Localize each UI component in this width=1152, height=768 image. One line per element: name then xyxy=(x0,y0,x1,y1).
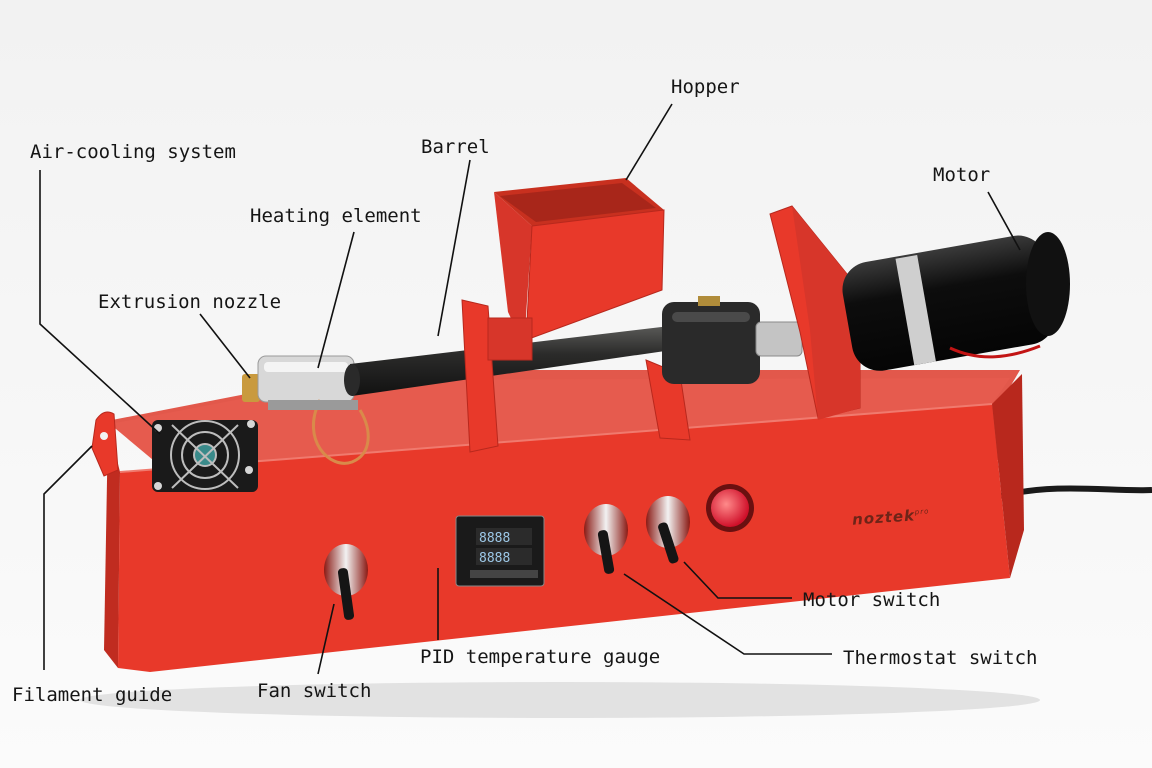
hopper-front-wall xyxy=(494,192,532,346)
motor-wire xyxy=(949,344,1041,359)
shadow xyxy=(80,682,1040,718)
label-fan-switch: Fan switch xyxy=(257,680,372,702)
heater-bracket xyxy=(268,400,358,410)
leader-barrel xyxy=(437,159,471,337)
leader-lines xyxy=(39,103,1021,675)
barrel xyxy=(350,326,672,396)
fan-screw xyxy=(154,424,162,432)
motor-switch-pointer[interactable] xyxy=(657,521,679,564)
motor-switch-knob[interactable] xyxy=(646,496,690,548)
fan-grill-outer xyxy=(170,420,240,490)
pid-readout-top: 8888 xyxy=(479,531,510,546)
shaft-coupler xyxy=(755,321,803,357)
label-barrel: Barrel xyxy=(421,136,490,158)
pid-display-bottom xyxy=(476,548,532,565)
leader-heating-element xyxy=(317,231,355,369)
brand-suffix: pro xyxy=(914,507,930,517)
fan-switch-pointer[interactable] xyxy=(337,568,355,621)
motor-end-cap xyxy=(1026,232,1070,336)
box-edge-highlight xyxy=(119,403,993,473)
motor-band xyxy=(895,254,936,366)
pid-button-row xyxy=(470,570,538,578)
pid-display-top xyxy=(476,528,532,545)
barrel-end xyxy=(344,364,360,396)
hopper-inner xyxy=(500,183,656,222)
label-thermostat-switch: Thermostat switch xyxy=(843,647,1038,669)
heating-element-shine xyxy=(264,362,348,372)
extrusion-nozzle xyxy=(242,374,260,402)
leader-extrusion-nozzle xyxy=(199,313,251,379)
thermostat-switch-pointer[interactable] xyxy=(597,529,615,574)
label-filament-guide: Filament guide xyxy=(12,684,173,706)
filament-guide-tab xyxy=(91,411,119,477)
thermostat-switch-knob[interactable] xyxy=(584,504,628,556)
hopper-mount xyxy=(487,317,533,361)
bearing-housing xyxy=(662,302,760,384)
fan-screw xyxy=(245,466,253,474)
label-motor-switch: Motor switch xyxy=(803,589,941,611)
box-front-face xyxy=(118,404,1010,672)
label-heating-element: Heating element xyxy=(250,205,422,227)
label-motor: Motor xyxy=(933,164,991,186)
fan-grill-bar xyxy=(171,424,239,489)
label-extrusion-nozzle: Extrusion nozzle xyxy=(98,291,282,313)
label-pid-temperature-gauge: PID temperature gauge xyxy=(420,646,661,668)
leader-air-cooling xyxy=(39,170,161,435)
label-hopper: Hopper xyxy=(671,76,740,98)
leader-hopper xyxy=(625,103,673,181)
fan-grill-middle xyxy=(181,431,229,479)
pid-readout-bottom: 8888 xyxy=(479,551,510,566)
bearing-housing-shine xyxy=(672,312,750,322)
motor-mount-plate-face xyxy=(792,206,860,420)
leader-motor xyxy=(987,191,1021,251)
hopper-right-wall xyxy=(525,209,665,341)
label-air-cooling-system: Air-cooling system xyxy=(30,141,236,163)
leader-filament-guide xyxy=(43,445,93,670)
indicator-lamp xyxy=(711,489,749,527)
motor xyxy=(842,235,1056,371)
leader-thermostat xyxy=(623,573,832,655)
box-right-face xyxy=(992,374,1024,578)
heating-wire xyxy=(312,399,370,465)
box-left-face xyxy=(104,424,120,668)
fan-screw xyxy=(154,482,162,490)
leader-motor-switch xyxy=(683,561,792,599)
fan-screw xyxy=(247,420,255,428)
filament-guide-hole xyxy=(100,432,108,440)
leader-fan-switch xyxy=(317,603,335,675)
bearing-fitting xyxy=(698,296,720,306)
